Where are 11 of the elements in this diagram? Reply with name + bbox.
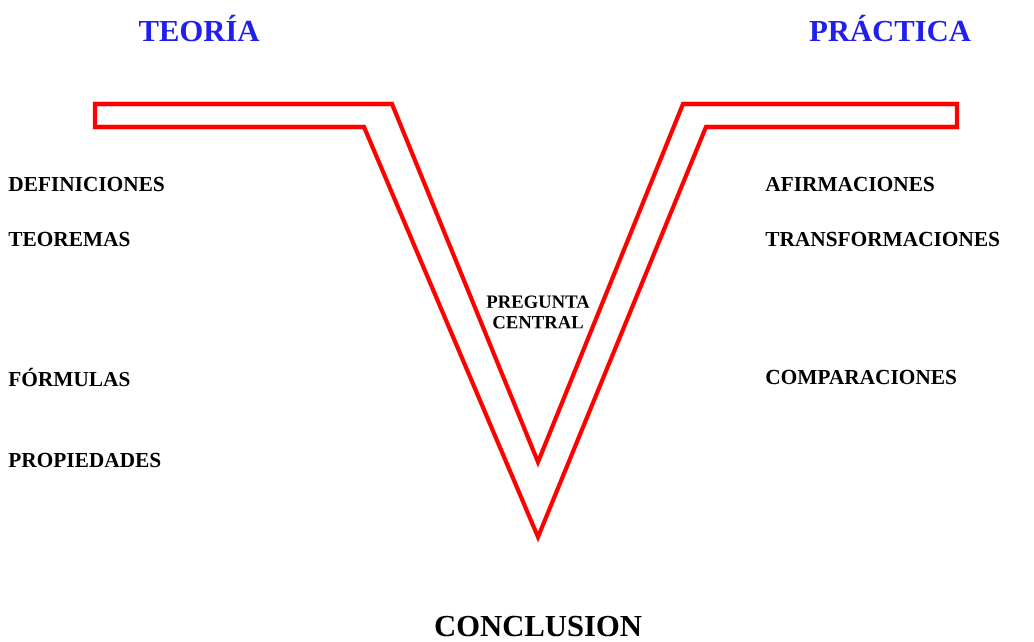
concept-label: TEOREMAS bbox=[8, 231, 130, 247]
concept-label: AFIRMACIONES bbox=[765, 176, 934, 192]
heading: TEORÍA bbox=[139, 14, 260, 42]
concept-label: PROPIEDADES bbox=[8, 452, 161, 468]
concept-label: COMPARACIONES bbox=[766, 369, 956, 385]
concept-label: TRANSFORMACIONES bbox=[765, 231, 1000, 247]
heading: PRÁCTICA bbox=[809, 14, 971, 42]
concept-label: FÓRMULAS bbox=[8, 367, 130, 387]
conclusion-label: CONCLUSION bbox=[435, 615, 642, 637]
concept-label: DEFINICIONES bbox=[8, 176, 164, 192]
question-label: PREGUNTA CENTRAL bbox=[486, 295, 590, 329]
